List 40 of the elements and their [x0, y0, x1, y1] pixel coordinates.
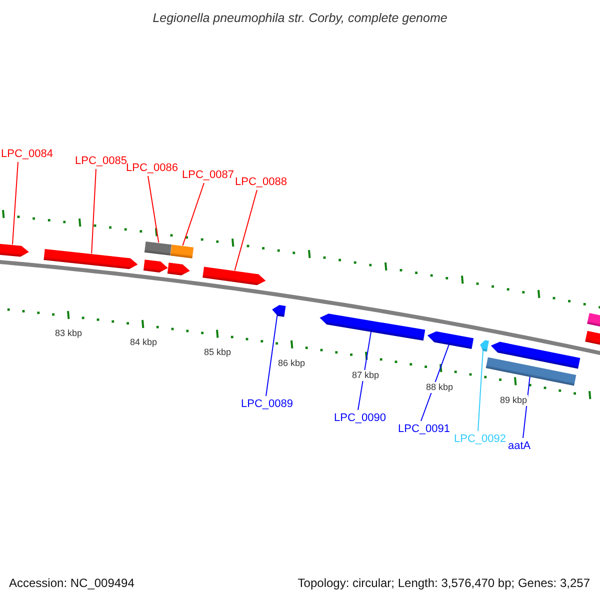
- position-label: 87 kbp: [351, 370, 380, 381]
- gene-feature: [143, 259, 169, 273]
- gene-label: LPC_0090: [334, 411, 386, 425]
- leader-line: [478, 350, 484, 432]
- gene-feature: [0, 242, 30, 258]
- position-label: 84 kbp: [129, 337, 158, 348]
- leader-line: [420, 344, 450, 422]
- title: Legionella pneumophila str. Corby, complete genome: [152, 10, 448, 27]
- gene-label: LPC_0091: [398, 422, 450, 436]
- gene-label: LPC_0089: [241, 397, 293, 411]
- gene-label: LPC_0086: [126, 161, 178, 175]
- leader-line: [91, 168, 96, 254]
- gene-feature: [202, 266, 266, 286]
- leader-line: [234, 190, 258, 272]
- gene-feature: [167, 262, 191, 276]
- gene-label: LPC_0087: [182, 168, 234, 182]
- gene-label: LPC_0084: [1, 147, 53, 161]
- gene-feature: [426, 329, 474, 349]
- gene-label: LPC_0088: [235, 175, 287, 189]
- position-label: 88 kbp: [425, 382, 454, 393]
- gene-feature: [44, 248, 138, 270]
- gene-label: aatA: [508, 439, 531, 453]
- leader-line: [148, 176, 160, 244]
- leader-line: [12, 162, 18, 246]
- feature-bar: [144, 240, 172, 256]
- feature-bar: [170, 244, 194, 258]
- feature-bar: [486, 356, 576, 386]
- position-label: 89 kbp: [499, 395, 528, 406]
- leader-line: [182, 182, 204, 246]
- gene-feature: [318, 312, 426, 340]
- accession-text: Accession: NC_009494: [9, 575, 134, 592]
- leader-line: [266, 314, 278, 396]
- gene-label: LPC_0085: [75, 154, 127, 168]
- gene-feature: [270, 304, 286, 316]
- gene-label: LPC_0092: [454, 432, 506, 446]
- genome-summary-text: Topology: circular; Length: 3,576,470 bp; Genes: 3,257: [298, 575, 590, 592]
- position-label: 85 kbp: [203, 347, 232, 358]
- position-label: 86 kbp: [277, 358, 306, 369]
- position-label: 83 kbp: [54, 328, 84, 339]
- gene-feature: [490, 340, 580, 368]
